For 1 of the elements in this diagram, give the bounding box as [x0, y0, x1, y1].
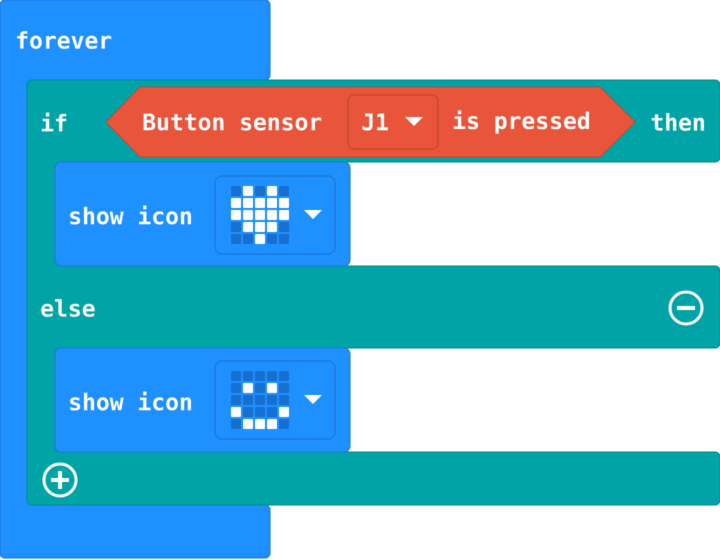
dropdown: J1 [347, 94, 439, 150]
